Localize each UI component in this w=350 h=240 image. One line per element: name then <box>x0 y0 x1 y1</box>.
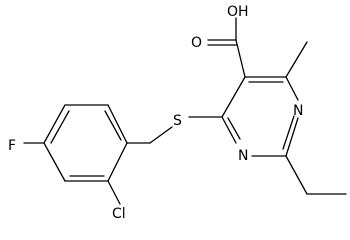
bond-ring-n1-c2-double <box>282 115 295 150</box>
atom-label-cl: Cl <box>112 206 126 222</box>
bond-benzene-4 <box>43 142 66 182</box>
bond-ring-c6-n1 <box>285 76 299 101</box>
molecule-diagram: OH O S N N F Cl <box>8 4 347 222</box>
structure-svg: OH O S N N F Cl <box>8 4 347 222</box>
atom-label-n-bottom: N <box>238 148 248 164</box>
bond-s-ch2 <box>149 126 173 144</box>
bond-ring-c5-c4 <box>221 76 246 118</box>
bond-benzene-3 <box>43 104 66 144</box>
bond-methyl <box>285 41 308 78</box>
atom-label-f: F <box>8 138 16 154</box>
atom-label-n-top: N <box>293 103 303 119</box>
atom-labels: OH O S N N F Cl <box>8 4 303 222</box>
bond-benzene-1-inner <box>104 110 122 141</box>
bond-c-cl <box>107 180 121 205</box>
bond-benzene-1 <box>107 104 128 144</box>
bond-benzene-6 <box>107 142 128 182</box>
bonds <box>23 17 347 205</box>
atom-label-s: S <box>173 113 182 129</box>
atom-label-o: O <box>191 35 202 51</box>
bond-carboxyl-ring <box>235 39 246 78</box>
bond-benzene-3-inner <box>50 110 70 144</box>
atom-label-oh: OH <box>227 4 249 20</box>
bond-ring-n3-c4 <box>221 116 237 144</box>
bond-ring-n1-c2 <box>285 117 299 157</box>
bond-ethyl-1 <box>285 155 308 195</box>
bond-ring-n3-c4-double <box>227 117 241 140</box>
